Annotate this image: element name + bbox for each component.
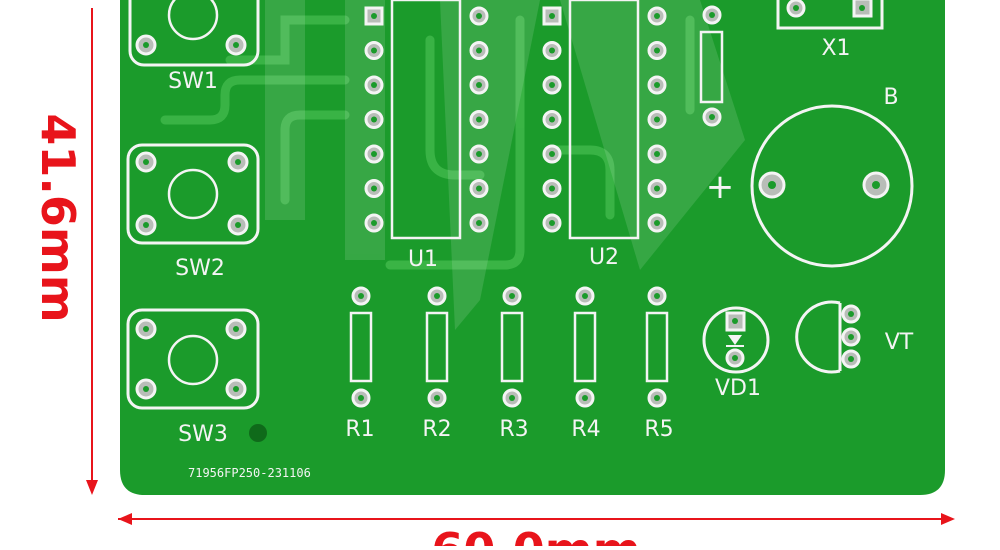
ic-pad (469, 179, 489, 198)
u2-outline (568, 0, 640, 240)
resistor-pad (647, 388, 667, 408)
sw2-label: SW2 (175, 256, 225, 281)
vd1-label: VD1 (715, 376, 761, 401)
u1-label: U1 (408, 247, 438, 272)
ic-pad (647, 213, 667, 233)
ic-pad (647, 6, 667, 26)
ic-pad (647, 41, 667, 60)
ic-pad (647, 110, 667, 129)
buzzer-label: B (883, 85, 898, 110)
resistor-body (349, 311, 373, 383)
ic-pad (542, 75, 562, 95)
ic-pad (364, 144, 384, 164)
resistor-pad (502, 388, 522, 408)
ic-pad (647, 75, 667, 95)
small-resistor-footprint (699, 5, 724, 127)
ic-pad (364, 213, 384, 233)
resistor-pad (351, 286, 371, 306)
ic-pad (469, 110, 489, 129)
crystal-x1: X1 (776, 0, 884, 61)
ic-pad (647, 144, 667, 164)
sw3-label: SW3 (178, 422, 228, 447)
resistor-body (645, 311, 669, 383)
ic-pad (364, 75, 384, 95)
r1-label: R1 (345, 417, 374, 442)
ic-pad (542, 144, 562, 164)
resistor-pad (647, 286, 667, 306)
height-label: 41.6mm (31, 113, 85, 322)
ic-pad (542, 179, 562, 198)
r2-label: R2 (422, 417, 451, 442)
r4-label: R4 (571, 417, 600, 442)
ic-pad (647, 179, 667, 198)
ic-pad (469, 6, 489, 26)
ic-pad (542, 213, 562, 233)
resistor-pad (427, 286, 447, 306)
ic-pad (364, 110, 384, 129)
resistor-pad (575, 388, 595, 408)
ic-pad (469, 144, 489, 164)
ic-footprints: U1 U2 (364, 0, 667, 272)
resistor-body (425, 311, 449, 383)
x1-label: X1 (821, 36, 850, 61)
ic-pads (364, 6, 667, 233)
ic-pad (469, 75, 489, 95)
u1-outline (390, 0, 462, 240)
transistor-vt: VT (795, 300, 914, 374)
switch-sw3 (126, 308, 260, 410)
ic-pad (364, 6, 384, 26)
resistor-pad (427, 388, 447, 408)
ic-pad (542, 41, 562, 60)
fiducial-mark (249, 424, 267, 442)
ic-pad (542, 6, 562, 26)
resistor-pad (351, 388, 371, 408)
ic-pad (469, 41, 489, 60)
ic-pad (364, 41, 384, 60)
resistor-pad (502, 286, 522, 306)
resistor-body (500, 311, 524, 383)
pcb-board (120, 0, 945, 495)
resistor-footprints: R1 R2 R3 R4 R5 (345, 286, 674, 442)
r5-label: R5 (644, 417, 673, 442)
switch-sw1 (128, 0, 260, 67)
part-code-label: 71956FP250-231106 (188, 466, 311, 480)
width-dimension: 60.0mm (118, 513, 955, 550)
vt-label: VT (885, 330, 914, 355)
sw1-label: SW1 (168, 69, 218, 94)
buzzer-plus-marker: + (706, 167, 735, 207)
u2-label: U2 (589, 245, 619, 270)
r3-label: R3 (499, 417, 528, 442)
width-label: 60.0mm (431, 523, 640, 546)
buzzer-b: B + (706, 85, 914, 268)
switch-sw2 (126, 143, 260, 245)
ic-pad (542, 110, 562, 129)
ic-pad (364, 179, 384, 198)
resistor-pad (575, 286, 595, 306)
resistor-row (349, 286, 669, 408)
led-vd1: VD1 (702, 306, 770, 401)
switch-footprints: SW1 SW2 SW3 (126, 0, 267, 447)
resistor-body (573, 311, 597, 383)
height-dimension: 41.6mm (31, 8, 98, 495)
ic-pad (469, 213, 489, 233)
